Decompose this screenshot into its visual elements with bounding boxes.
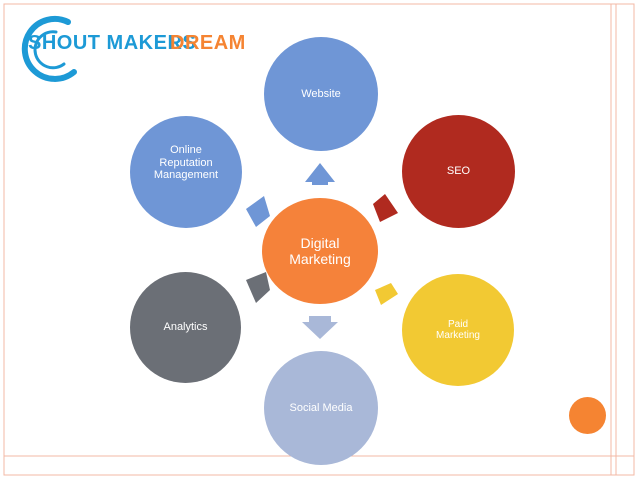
social-media-label: Social Media: [289, 401, 353, 414]
logo-text-secondary: DREAM: [170, 32, 246, 54]
website-label: Website: [301, 87, 341, 100]
arrow-down-left-icon: [246, 272, 270, 303]
logo-ring-icon: [21, 15, 77, 82]
paid-marketing-label: Paid Marketing: [436, 318, 480, 342]
node-analytics: Analytics: [130, 272, 241, 383]
seo-label: SEO: [446, 165, 471, 178]
node-online-reputation-management: Online Reputation Management: [130, 116, 242, 228]
brand-logo: SHOUT MAKERS DREAM: [14, 14, 246, 84]
node-social-media: Social Media: [264, 351, 378, 465]
arrow-up-right-icon: [373, 194, 398, 222]
arrow-down-right-icon: [375, 283, 398, 305]
node-seo: SEO: [402, 115, 515, 228]
analytics-label: Analytics: [163, 321, 208, 334]
arrow-up-left-icon: [246, 196, 270, 227]
arrow-up-icon: [305, 163, 335, 185]
node-center: Digital Marketing: [262, 198, 378, 304]
online-reputation-management-label: Online Reputation Management: [153, 144, 219, 182]
logo-text-primary: SHOUT MAKERS: [28, 32, 197, 54]
arrow-down-icon: [302, 316, 338, 339]
decorative-dot: [569, 397, 606, 434]
node-paid-marketing: Paid Marketing: [402, 274, 514, 386]
node-website: Website: [264, 37, 378, 151]
center-label: Digital Marketing: [289, 234, 351, 267]
